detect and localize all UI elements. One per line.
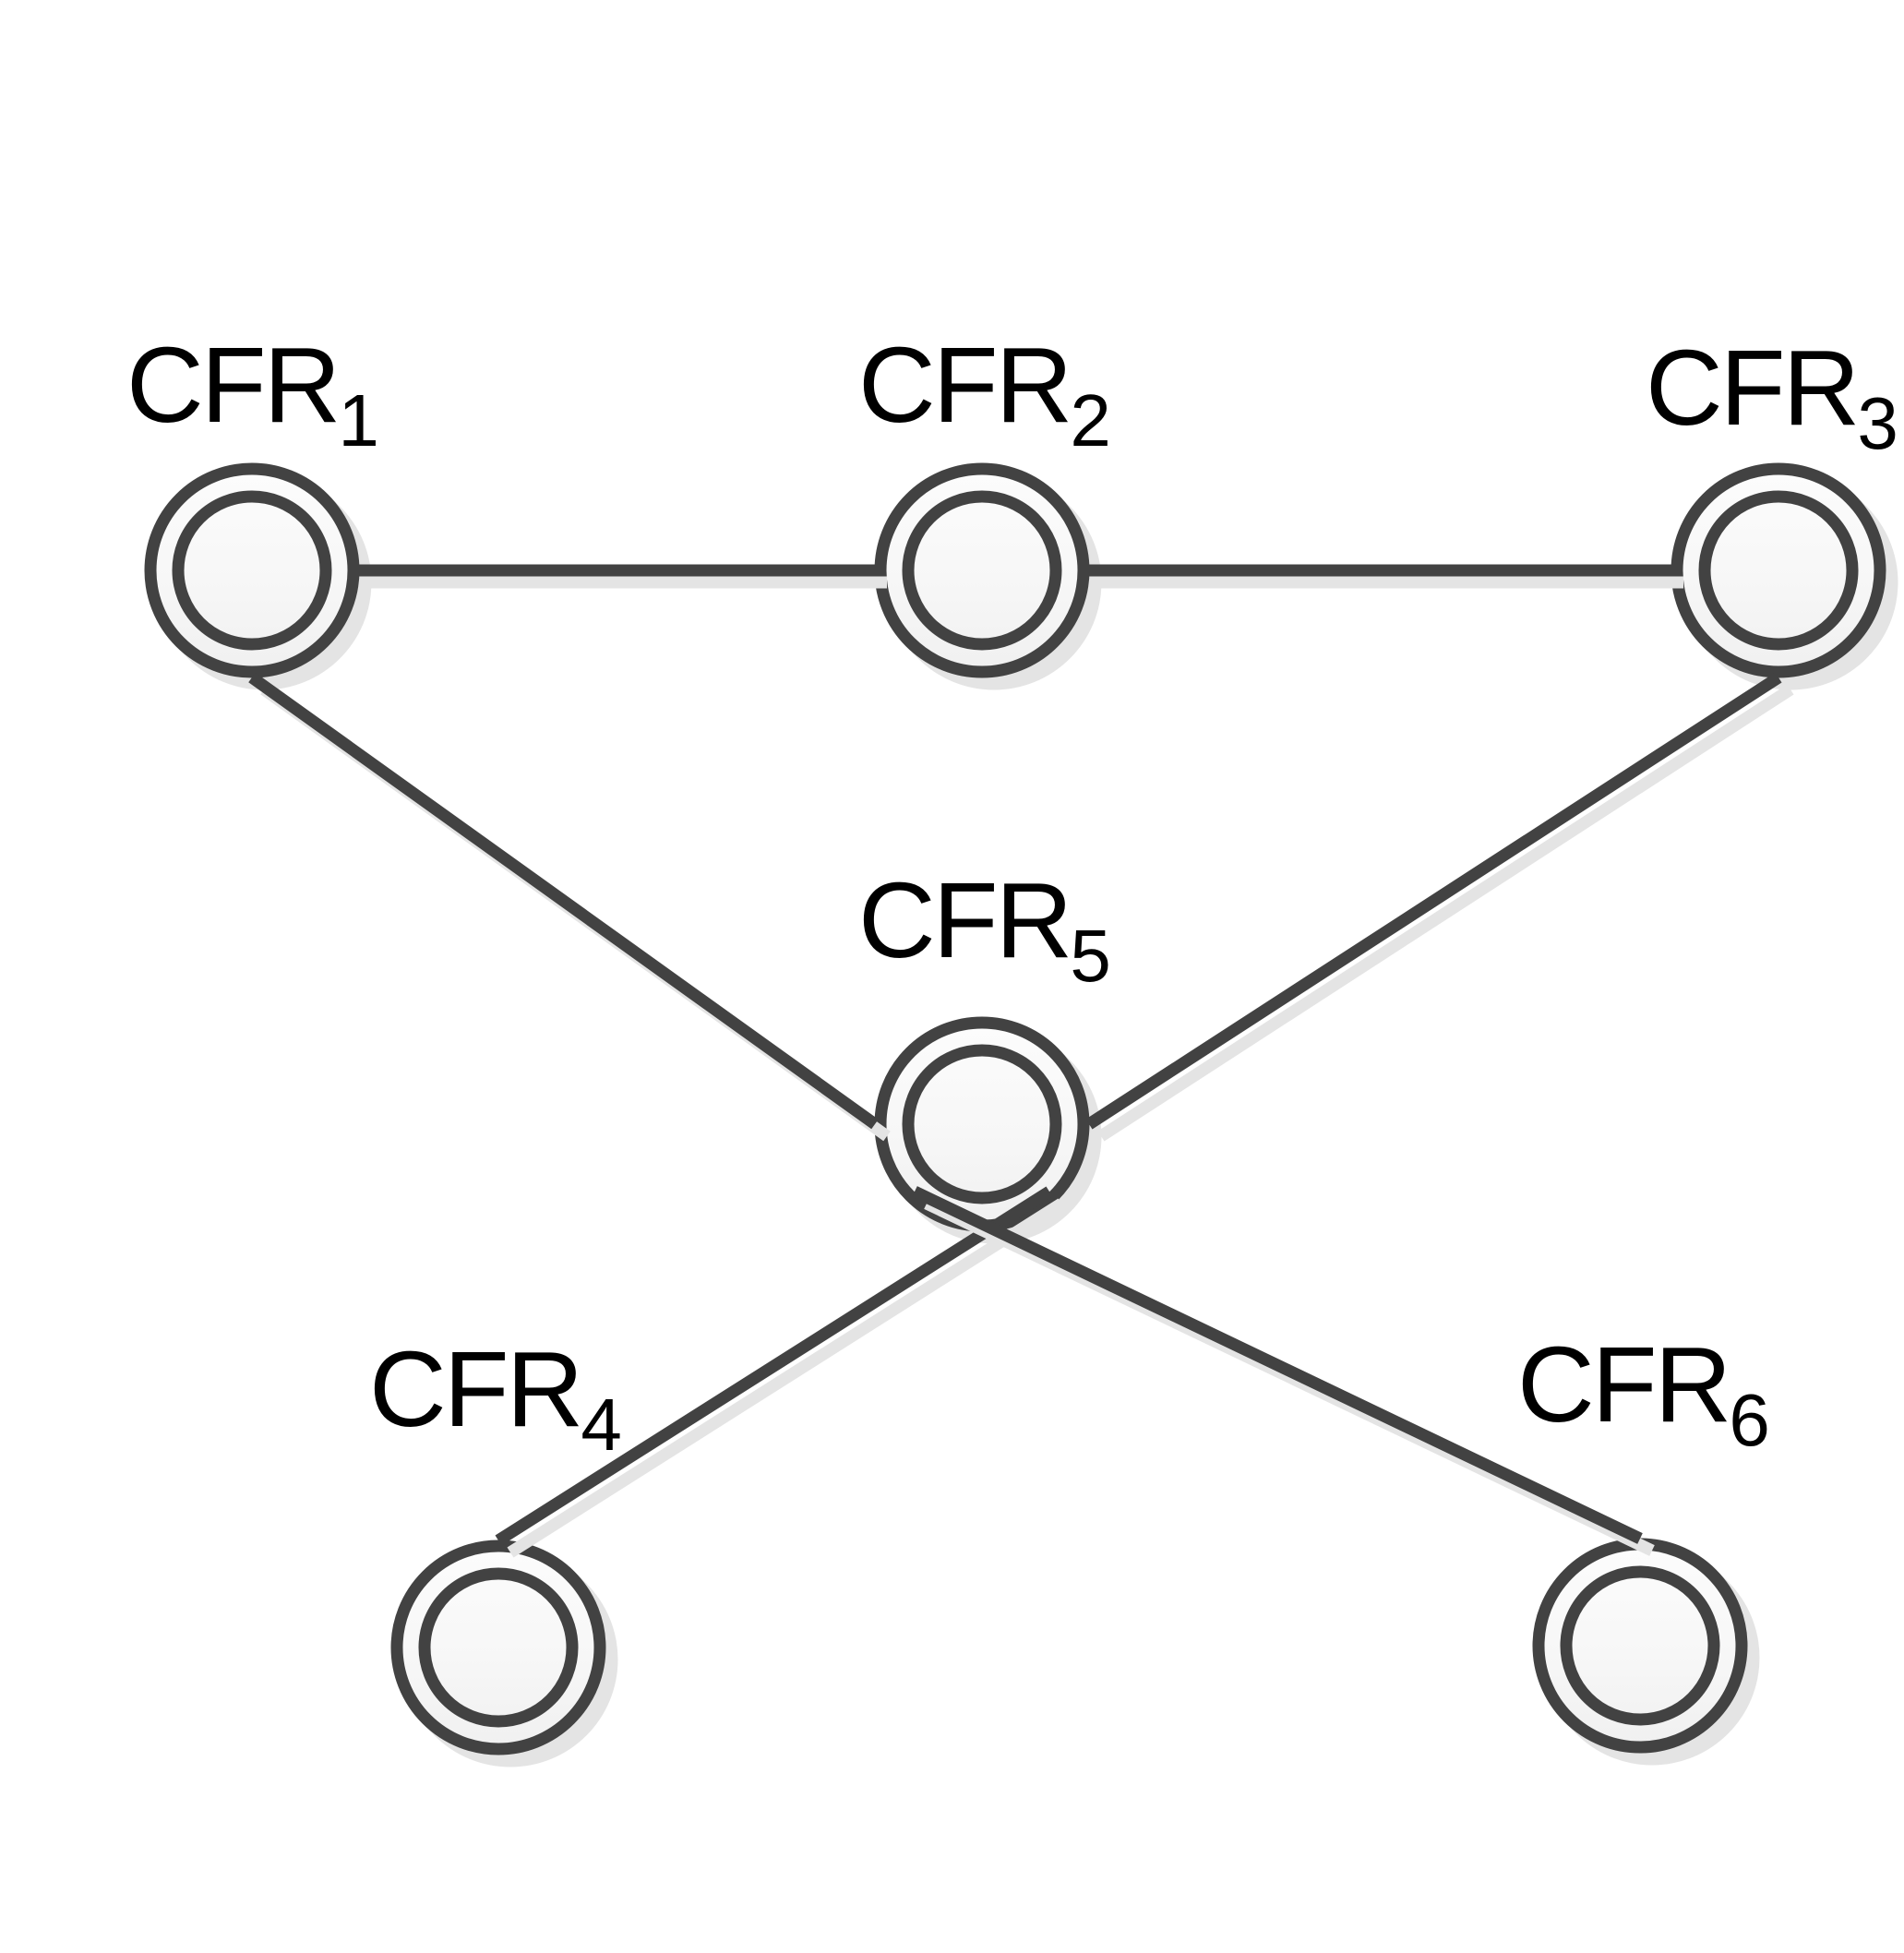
node-label-main-CFR5: CFR <box>858 860 1070 980</box>
edge-CFR5-CFR4 <box>495 1186 1053 1546</box>
node-label-subscript-CFR5: 5 <box>1070 915 1110 997</box>
edge-shadow-CFR3-CFR5 <box>1097 684 1794 1142</box>
node-label-main-CFR6: CFR <box>1517 1324 1729 1444</box>
node-inner-circle-CFR3 <box>1698 490 1859 651</box>
node-label-CFR5: CFR5 <box>858 860 1110 997</box>
edge-CFR3-CFR5 <box>1085 672 1782 1130</box>
edge-CFR5-CFR6 <box>912 1186 1643 1544</box>
node-inner-circle-CFR2 <box>902 490 1062 651</box>
node-label-CFR3: CFR3 <box>1646 328 1898 464</box>
node-label-subscript-CFR6: 6 <box>1729 1379 1769 1461</box>
node-inner-circle-CFR6 <box>1560 1565 1720 1726</box>
node-label-CFR6: CFR6 <box>1517 1324 1769 1461</box>
node-label-subscript-CFR2: 2 <box>1070 379 1110 461</box>
node-inner-circle-CFR1 <box>172 490 332 651</box>
node-label-subscript-CFR1: 1 <box>338 379 378 461</box>
node-label-main-CFR1: CFR <box>126 325 338 445</box>
node-label-CFR2: CFR2 <box>858 325 1110 461</box>
node-label-CFR1: CFR1 <box>126 325 378 461</box>
node-label-main-CFR4: CFR <box>369 1329 581 1449</box>
node-inner-circle-CFR4 <box>418 1567 579 1728</box>
edge-CFR1-CFR5 <box>248 672 879 1130</box>
node-label-main-CFR3: CFR <box>1646 328 1857 448</box>
node-inner-circle-CFR5 <box>902 1044 1062 1204</box>
node-label-CFR4: CFR4 <box>369 1329 621 1466</box>
node-label-main-CFR2: CFR <box>858 325 1070 445</box>
node-label-subscript-CFR3: 3 <box>1857 382 1898 464</box>
node-label-subscript-CFR4: 4 <box>581 1384 621 1466</box>
edge-shadow-CFR5-CFR4 <box>507 1198 1065 1558</box>
